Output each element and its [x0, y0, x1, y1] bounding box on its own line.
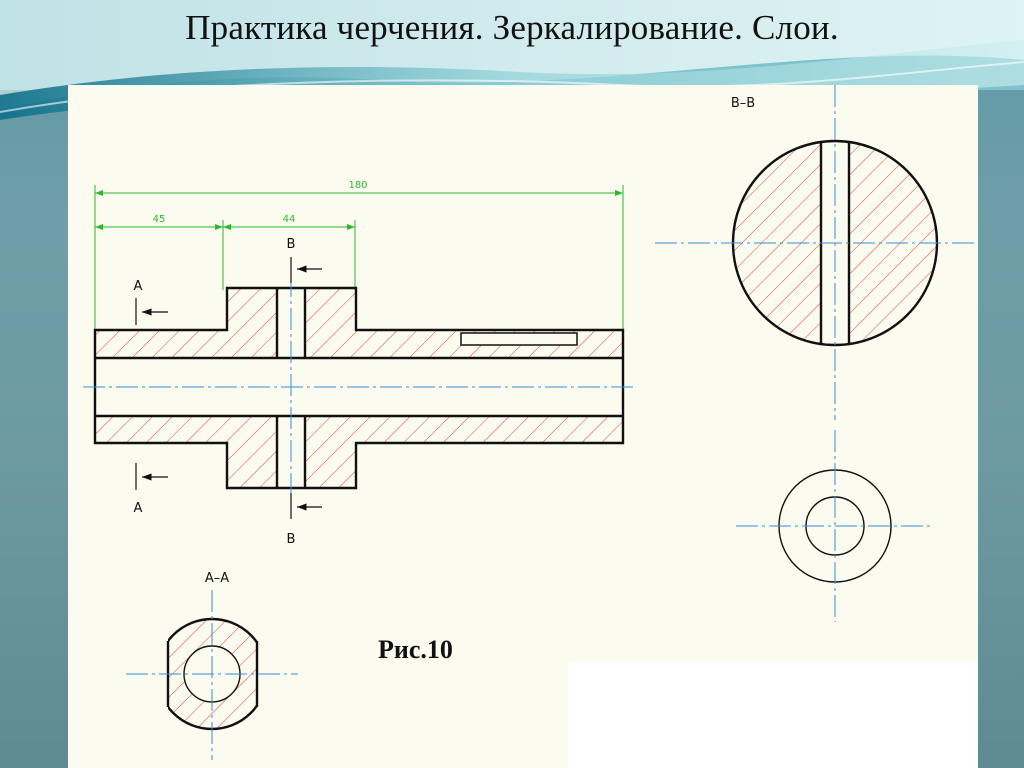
dim-total-label: 180 — [348, 180, 367, 191]
section-a-a-view — [126, 590, 298, 760]
dimension-lines — [94, 185, 624, 333]
section-b-b-view — [655, 85, 978, 420]
cutting-plane-a — [135, 298, 168, 490]
blank-panel — [568, 662, 978, 768]
label-section-aa: A–A — [205, 571, 229, 586]
label-a-top: A — [134, 279, 143, 294]
label-b-top: B — [287, 237, 296, 252]
technical-drawing: 180 45 44 — [83, 85, 978, 760]
cutting-plane-b — [290, 257, 322, 519]
label-b-bottom: B — [287, 532, 296, 547]
dim-left-label: 45 — [153, 214, 166, 225]
label-a-bottom: A — [134, 501, 143, 516]
dim-collar-label: 44 — [283, 214, 296, 225]
figure-caption: Рис.10 — [378, 635, 453, 664]
end-view — [736, 430, 934, 622]
slide-title: Практика черчения. Зеркалирование. Слои. — [185, 8, 839, 47]
label-section-bb: B–B — [731, 96, 755, 111]
shaft-section-view — [83, 275, 635, 503]
